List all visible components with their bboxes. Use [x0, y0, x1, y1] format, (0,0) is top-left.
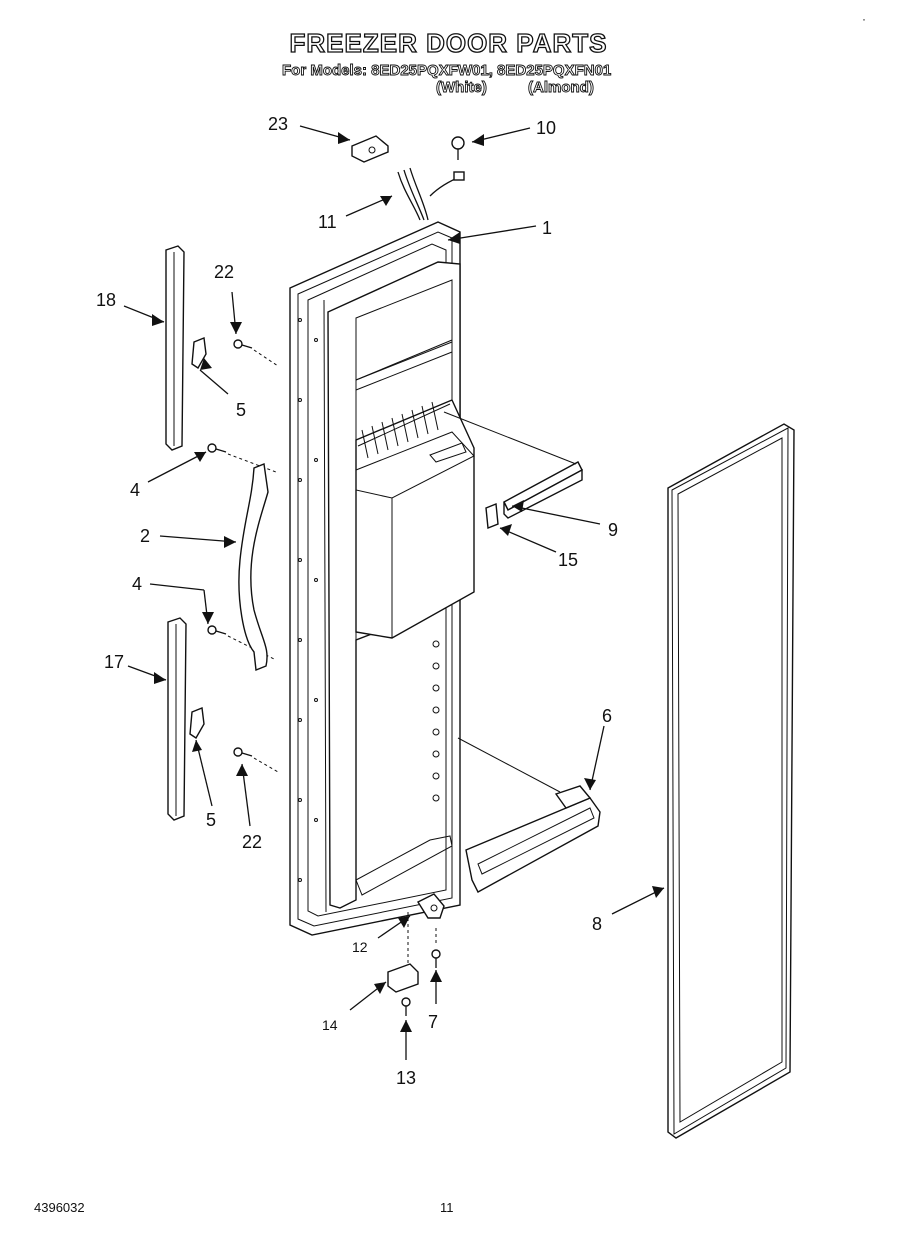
callout-17: 17: [104, 652, 124, 672]
callout-5-lower: 5: [206, 810, 216, 830]
part-7-screw: [431, 949, 441, 968]
door-panel: [289, 221, 475, 936]
models-line: For Models: 8ED25PQXFW01, 8ED25PQXFN01: [282, 62, 612, 80]
callout-5-upper: 5: [236, 400, 246, 420]
callout-13: 13: [396, 1068, 416, 1088]
callout-11: 11: [318, 212, 337, 232]
part-8-gasket: [667, 423, 795, 1139]
part-10-screw: [451, 136, 465, 160]
callout-9: 9: [608, 520, 618, 540]
callout-4-lower: 4: [132, 574, 142, 594]
callout-23: 23: [268, 114, 288, 134]
part-22-screw-lower: [233, 747, 279, 773]
callout-6: 6: [602, 706, 612, 726]
part-12-hinge-bracket: [416, 893, 445, 919]
color-white: (White): [436, 79, 488, 97]
part-23-connector: [351, 135, 389, 163]
arrowheads: [152, 132, 664, 1032]
page-title: FREEZER DOOR PARTS: [289, 27, 608, 58]
document-number: 4396032: [34, 1200, 85, 1215]
part-9-rail: [443, 411, 583, 519]
part-15-clip: [485, 503, 499, 529]
callout-8: 8: [592, 914, 602, 934]
callout-15: 15: [558, 550, 578, 570]
callout-22-lower: 22: [242, 832, 262, 852]
page-number: 11: [440, 1200, 454, 1215]
callout-2: 2: [140, 526, 150, 546]
part-18-handle-trim: [165, 245, 185, 451]
part-4-screw-upper: [207, 443, 277, 473]
part-14-hinge-block: [387, 963, 419, 993]
part-2-handle: [238, 463, 269, 671]
part-22-screw-upper: [233, 339, 279, 367]
corner-mark: ·: [862, 12, 866, 26]
callout-4-upper: 4: [130, 480, 140, 500]
part-11-wiring: [397, 167, 465, 221]
part-6-shelf: [457, 737, 601, 893]
part-13-screw: [401, 997, 411, 1016]
part-17-handle-trim: [167, 617, 187, 821]
callout-10: 10: [536, 118, 556, 138]
callout-18: 18: [96, 290, 116, 310]
callout-12: 12: [352, 939, 368, 955]
callout-14: 14: [322, 1017, 338, 1033]
callout-7: 7: [428, 1012, 438, 1032]
callout-22-upper: 22: [214, 262, 234, 282]
leader-lines: [123, 125, 665, 1060]
part-5-clip-lower: [189, 707, 205, 739]
color-almond: (Almond): [528, 79, 595, 97]
callout-1: 1: [542, 218, 552, 238]
part-5-clip-upper: [191, 337, 207, 369]
